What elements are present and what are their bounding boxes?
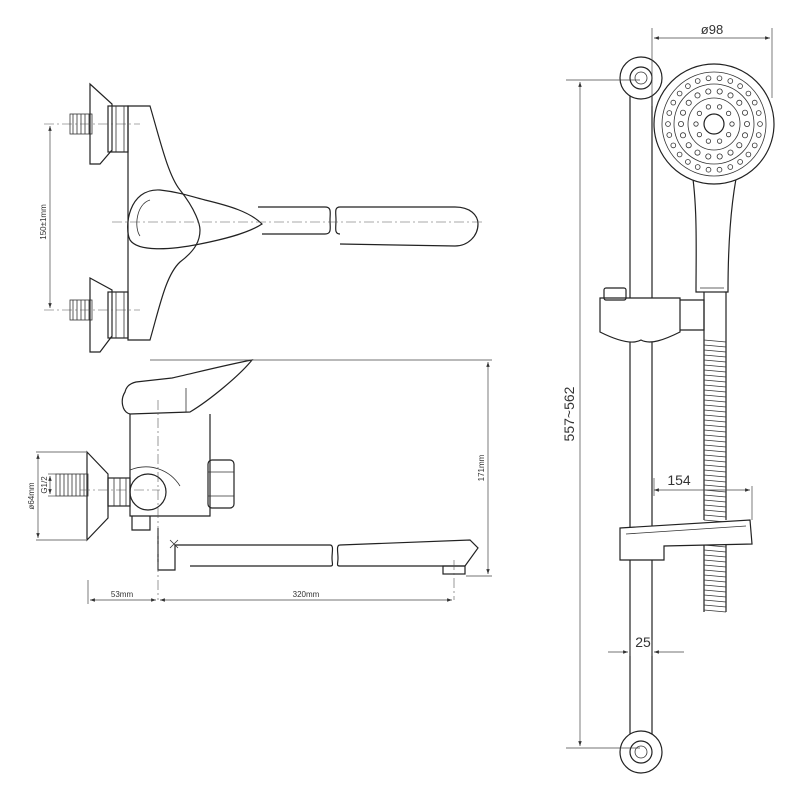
lever-handle	[127, 189, 263, 250]
inlet-spacing-label: 150±1mm	[39, 204, 48, 240]
mixer-body	[127, 105, 201, 341]
hose	[703, 292, 727, 612]
side-body	[129, 414, 211, 517]
flange-diameter-label: ø64mm	[27, 482, 36, 509]
rail-diameter-label: 25	[635, 634, 651, 650]
side-spout	[336, 539, 479, 567]
spout	[339, 206, 479, 247]
slide-rail	[629, 77, 653, 759]
side-lever	[121, 359, 254, 415]
spout-length-label: 320mm	[293, 590, 320, 599]
top-bracket	[619, 56, 663, 100]
nozzle-pattern	[665, 75, 763, 173]
lower-inlet	[69, 276, 129, 353]
wall-flange	[86, 450, 109, 542]
shower-head	[653, 63, 775, 185]
thread-label: G1/2	[40, 476, 49, 494]
mixer-top-view: 150±1mm	[39, 82, 484, 353]
bottom-bracket	[619, 730, 663, 774]
rail-length-label: 557~562	[561, 386, 577, 441]
slider-holder	[599, 297, 681, 343]
shower-set: ø98 557~562 154 25	[561, 22, 775, 774]
soap-dish	[619, 519, 753, 561]
height-label: 171mm	[477, 454, 486, 481]
head-diameter-label: ø98	[701, 22, 723, 37]
offset-label: 53mm	[111, 590, 134, 599]
mixer-side-view: 171mm ø64mm G1/2 53mm 320mm	[27, 359, 492, 604]
wall-distance-label: 154	[667, 472, 691, 488]
diverter-knob	[207, 459, 235, 509]
